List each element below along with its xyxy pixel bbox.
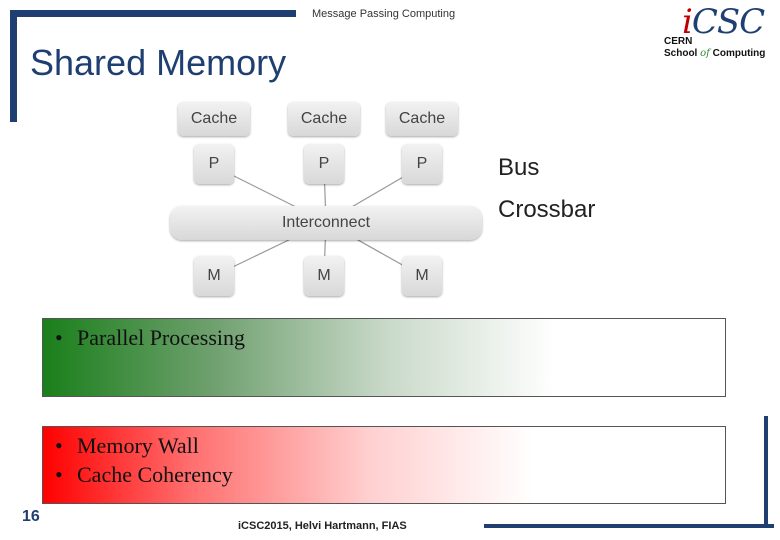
icsc-logo: iCSC CERN School of Computing — [660, 2, 776, 66]
shared-memory-diagram: Cache Cache Cache P P P Interconnect M M… — [166, 100, 486, 298]
bullet-text: Memory Wall — [77, 433, 199, 458]
logo-mark: iCSC — [682, 2, 765, 42]
cache-box-1: Cache — [178, 102, 250, 136]
logo-csc: CSC — [691, 2, 765, 42]
processor-box-3: P — [402, 144, 442, 184]
parallel-processing-panel: • Parallel Processing — [42, 318, 726, 397]
bullet-text: Cache Coherency — [77, 462, 233, 487]
logo-i: i — [682, 2, 693, 42]
cache-box-3: Cache — [386, 102, 458, 136]
memory-box-1: M — [194, 256, 234, 296]
logo-of: of — [700, 48, 710, 59]
bullet-item: • Memory Wall — [55, 431, 725, 460]
logo-line-cern: CERN — [664, 36, 693, 47]
memory-box-2: M — [304, 256, 344, 296]
footer-credit: iCSC2015, Helvi Hartmann, FIAS — [238, 520, 407, 532]
logo-computing: Computing — [709, 48, 766, 59]
memory-problems-panel: • Memory Wall • Cache Coherency — [42, 426, 726, 504]
green-bullet-list: • Parallel Processing — [45, 323, 725, 352]
bullet-dot-icon: • — [55, 433, 63, 458]
logo-line-school: School of Computing — [664, 48, 765, 59]
bullet-dot-icon: • — [55, 325, 63, 350]
frame-bar-bottom — [484, 524, 774, 528]
bullet-item: • Parallel Processing — [55, 323, 725, 352]
logo-school: School — [664, 48, 701, 59]
bus-label: Bus — [498, 154, 540, 181]
page-number: 16 — [22, 508, 40, 525]
memory-box-3: M — [402, 256, 442, 296]
slide-title: Shared Memory — [30, 42, 287, 83]
cache-box-2: Cache — [288, 102, 360, 136]
interconnect-box: Interconnect — [170, 206, 482, 240]
bullet-text: Parallel Processing — [77, 325, 246, 350]
frame-bar-top — [10, 10, 296, 17]
red-bullet-list: • Memory Wall • Cache Coherency — [45, 431, 725, 489]
frame-bar-right — [764, 416, 768, 526]
crossbar-label: Crossbar — [498, 196, 596, 223]
bullet-dot-icon: • — [55, 462, 63, 487]
processor-box-2: P — [304, 144, 344, 184]
frame-bar-left — [10, 10, 17, 122]
bullet-item: • Cache Coherency — [55, 460, 725, 489]
processor-box-1: P — [194, 144, 234, 184]
course-title: Message Passing Computing — [312, 8, 456, 20]
